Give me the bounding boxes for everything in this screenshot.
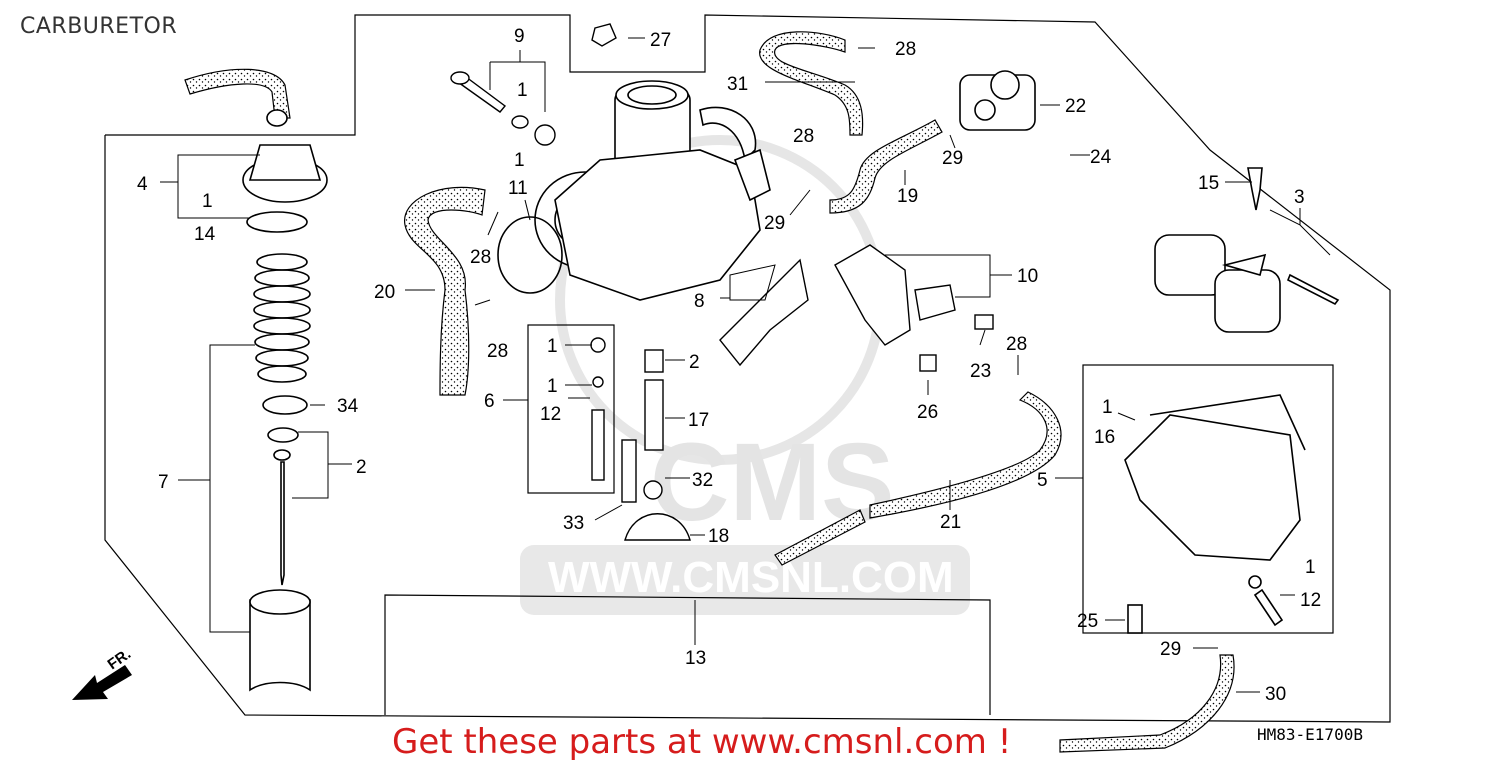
part-callout-29: 29 <box>942 148 963 169</box>
part-callout-15: 15 <box>1198 173 1219 194</box>
drain-screw-12 <box>1253 588 1284 627</box>
fuel-pump-22 <box>959 70 1036 131</box>
part-callout-32: 32 <box>692 470 713 491</box>
hose-30 <box>1059 654 1235 753</box>
outline-main <box>104 14 1391 723</box>
washer-34 <box>262 395 308 415</box>
jet-needle <box>280 461 285 586</box>
nut-27 <box>591 23 617 47</box>
middle-parts <box>450 23 994 541</box>
float-3b <box>1214 269 1281 333</box>
group-hoses <box>184 31 1235 753</box>
cap-18 <box>624 513 691 541</box>
needle-jet-17 <box>644 379 664 451</box>
part-callout-28: 28 <box>793 126 814 147</box>
part-callout-1: 1 <box>1305 557 1316 578</box>
outline-jet-group <box>527 324 615 494</box>
main-block <box>554 149 761 301</box>
watermark-url: WWW.CMSNL.COM <box>548 553 954 602</box>
part-callout-6: 6 <box>484 391 495 412</box>
part-callout-33: 33 <box>563 513 584 534</box>
part-callout-1: 1 <box>517 80 528 101</box>
part-callout-17: 17 <box>688 410 709 431</box>
part-callout-8: 8 <box>694 291 705 312</box>
throttle-link-8 <box>719 258 809 367</box>
o-ring-11 <box>497 216 563 294</box>
part-callout-28: 28 <box>487 341 508 362</box>
bracket-10 <box>834 244 911 346</box>
right-parts <box>1124 167 1340 634</box>
front-direction-arrow: FR. <box>72 645 134 700</box>
hose-20 <box>404 186 486 396</box>
part-callout-24: 24 <box>1090 147 1112 168</box>
part-callout-1: 1 <box>514 150 525 171</box>
part-callout-27: 27 <box>650 30 671 51</box>
hose-19 <box>829 119 943 214</box>
part-callout-20: 20 <box>374 282 395 303</box>
part-callout-11: 11 <box>508 178 528 199</box>
part-callout-28: 28 <box>1006 334 1027 355</box>
outline-assembly-13 <box>384 594 991 715</box>
part-callout-1: 1 <box>1102 397 1113 418</box>
part-callout-21: 21 <box>940 512 961 533</box>
part-callout-19: 19 <box>897 186 918 207</box>
part-callout-10: 10 <box>1017 266 1038 287</box>
part-callout-29: 29 <box>764 213 785 234</box>
float-valve-15 <box>1247 167 1263 211</box>
diagram-code: HM83-E1700B <box>1257 725 1363 744</box>
part-callout-9: 9 <box>514 26 525 47</box>
part-callout-29: 29 <box>1160 639 1181 660</box>
left-column-parts <box>242 109 328 692</box>
part-callout-22: 22 <box>1065 96 1086 117</box>
part-callout-28: 28 <box>895 39 916 60</box>
hose-21 <box>869 391 1062 519</box>
hose-31 <box>759 31 864 136</box>
jet-33 <box>621 439 637 503</box>
carburetor-body <box>497 80 771 301</box>
leader-lines <box>160 37 1331 693</box>
direction-label: FR. <box>105 645 135 673</box>
part-callout-7: 7 <box>158 472 169 493</box>
part-callout-5: 5 <box>1037 470 1048 491</box>
choke-lever <box>733 148 771 202</box>
part-callout-31: 31 <box>727 74 748 95</box>
part-callout-34: 34 <box>337 396 359 417</box>
slide-7 <box>249 599 311 692</box>
part-callout-1: 1 <box>547 336 558 357</box>
part-callout-13: 13 <box>685 648 706 669</box>
gasket-14 <box>246 211 308 233</box>
part-callout-26: 26 <box>917 402 938 423</box>
hose-21-lower <box>774 509 866 566</box>
part-callout-1: 1 <box>547 376 558 397</box>
part-callout-12: 12 <box>540 404 561 425</box>
part-callout-3: 3 <box>1294 187 1305 208</box>
jet-6 <box>591 409 605 481</box>
part-callout-14: 14 <box>194 224 216 245</box>
part-callout-18: 18 <box>708 526 729 547</box>
outline-float-chamber <box>1082 364 1334 634</box>
part-callout-28: 28 <box>470 247 491 268</box>
part-callout-2: 2 <box>689 352 700 373</box>
part-callout-4: 4 <box>137 174 148 195</box>
part-callout-12: 12 <box>1300 590 1321 611</box>
part-callout-25: 25 <box>1077 611 1098 632</box>
group-outlines <box>104 14 1391 723</box>
arrow-icon <box>72 665 132 700</box>
page-title: CARBURETOR <box>20 14 178 39</box>
jet-2 <box>644 349 664 373</box>
part-callout-1: 1 <box>202 191 213 212</box>
part-callout-2: 2 <box>356 457 367 478</box>
part-callout-30: 30 <box>1265 684 1286 705</box>
part-callout-23: 23 <box>970 361 991 382</box>
footer-link[interactable]: Get these parts at www.cmsnl.com ! <box>392 722 1012 762</box>
spring <box>253 253 311 383</box>
screw-25 <box>1127 604 1143 634</box>
part-callout-16: 16 <box>1094 427 1115 448</box>
float-chamber-5 <box>1124 414 1301 561</box>
float-pin <box>1286 273 1340 306</box>
